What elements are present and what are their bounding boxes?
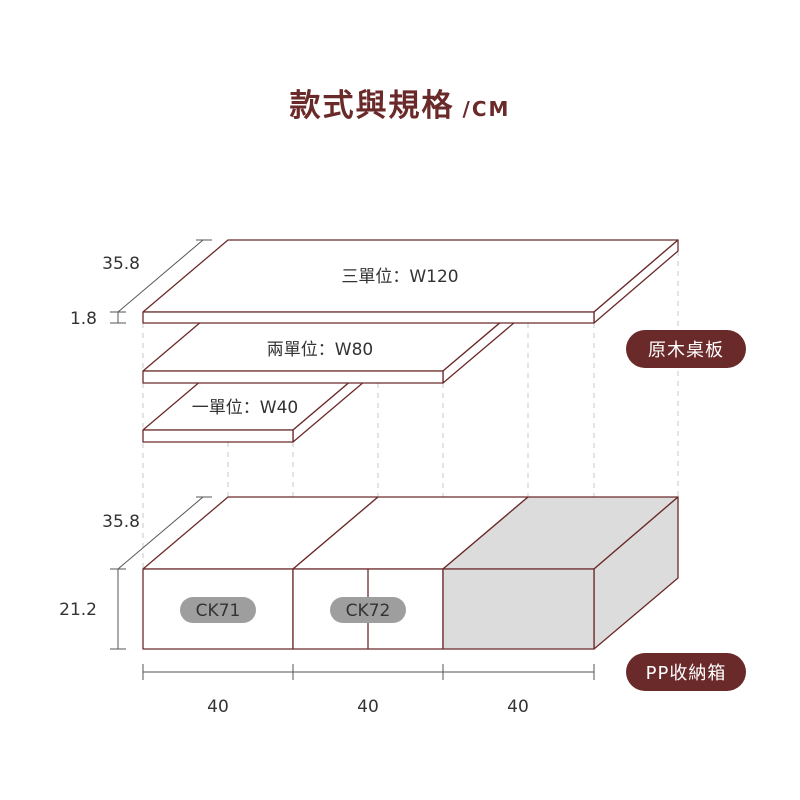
width-label-3: 40 (507, 697, 529, 717)
page-title: 款式與規格/CM (0, 80, 800, 125)
title-unit: /CM (462, 97, 511, 121)
ck71-label: CK71 (180, 597, 256, 623)
board-three-unit (142, 239, 679, 324)
width-label-1: 40 (207, 697, 229, 717)
ck72-label: CK72 (330, 597, 406, 623)
width-label-2: 40 (357, 697, 379, 717)
box-badge: PP收納箱 (626, 653, 746, 691)
board-depth-label: 35.8 (102, 254, 140, 274)
title-main: 款式與規格 (289, 88, 455, 124)
storage-boxes (142, 496, 679, 650)
svg-text:CK72: CK72 (346, 601, 391, 621)
board-one-label: 一單位：W40 (192, 398, 298, 418)
box-depth-label: 35.8 (102, 512, 140, 532)
board-badge: 原木桌板 (626, 330, 746, 368)
box-height-label: 21.2 (59, 600, 97, 620)
svg-text:CK71: CK71 (196, 601, 241, 621)
board-three-label: 三單位：W120 (341, 267, 458, 287)
dimension-lines (110, 239, 595, 680)
board-thickness-label: 1.8 (70, 309, 97, 329)
board-two-label: 兩單位：W80 (267, 340, 373, 360)
